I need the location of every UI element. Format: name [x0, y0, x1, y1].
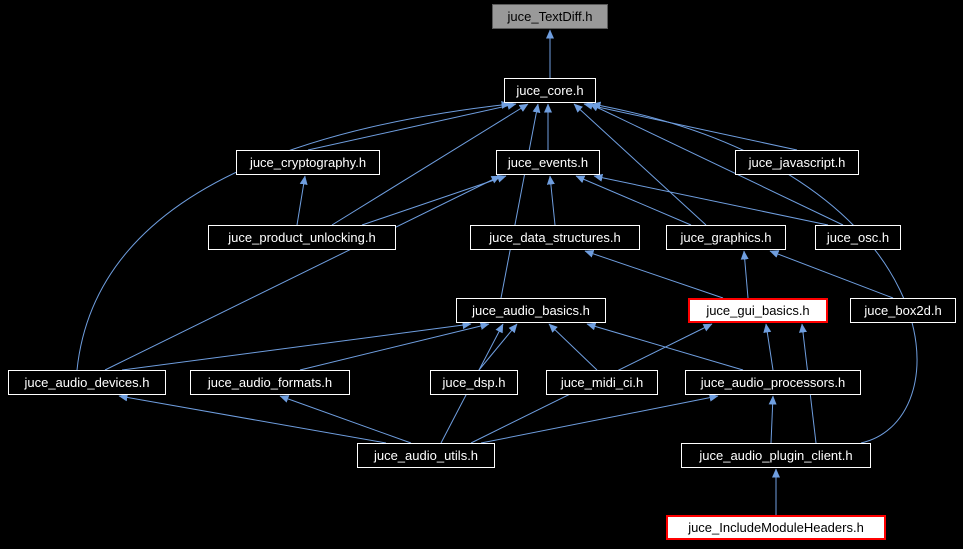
- node-graphics[interactable]: juce_graphics.h: [666, 225, 786, 250]
- edge-product-unlocking-to-core: [331, 103, 529, 226]
- edge-audio-devices-to-core: [76, 100, 511, 371]
- edge-audio-utils-to-audio-formats: [279, 395, 412, 444]
- edge-audio-utils-to-audio-processors: [480, 393, 719, 444]
- node-audio-utils[interactable]: juce_audio_utils.h: [357, 443, 495, 468]
- edge-plugin-client-to-audio-processors: [768, 395, 777, 444]
- edge-gui-basics-to-graphics: [740, 250, 749, 299]
- node-product-unlocking[interactable]: juce_product_unlocking.h: [208, 225, 396, 250]
- edge-audio-devices-to-audio-basics: [121, 321, 472, 371]
- edge-plugin-client-to-core: [591, 101, 918, 444]
- edge-product-unlocking-to-events: [361, 174, 507, 226]
- edge-dsp-to-audio-basics: [478, 323, 518, 371]
- node-audio-processors[interactable]: juce_audio_processors.h: [685, 370, 861, 395]
- node-include-module-headers[interactable]: juce_IncludeModuleHeaders.h: [666, 515, 886, 540]
- edge-product-unlocking-to-cryptography: [296, 175, 308, 226]
- node-osc[interactable]: juce_osc.h: [815, 225, 901, 250]
- edge-audio-utils-to-audio-devices: [118, 393, 387, 444]
- node-cryptography[interactable]: juce_cryptography.h: [236, 150, 380, 175]
- edge-javascript-to-core: [583, 101, 798, 151]
- edge-osc-to-events: [593, 173, 829, 226]
- node-audio-basics[interactable]: juce_audio_basics.h: [456, 298, 606, 323]
- edge-audio-formats-to-audio-basics: [299, 322, 490, 371]
- node-textdiff[interactable]: juce_TextDiff.h: [492, 4, 608, 29]
- node-events[interactable]: juce_events.h: [496, 150, 600, 175]
- node-dsp[interactable]: juce_dsp.h: [430, 370, 518, 395]
- node-javascript[interactable]: juce_javascript.h: [735, 150, 859, 175]
- edge-audio-processors-to-gui-basics: [763, 323, 774, 371]
- node-box2d[interactable]: juce_box2d.h: [850, 298, 956, 323]
- edge-box2d-to-graphics: [769, 250, 894, 299]
- edge-gui-basics-to-data-structures: [584, 249, 724, 299]
- node-data-structures[interactable]: juce_data_structures.h: [470, 225, 640, 250]
- edge-osc-to-core: [589, 103, 844, 226]
- node-core[interactable]: juce_core.h: [504, 78, 596, 103]
- edge-cryptography-to-core: [307, 101, 517, 151]
- node-audio-devices[interactable]: juce_audio_devices.h: [8, 370, 166, 395]
- edge-graphics-to-core: [573, 103, 707, 226]
- edge-audio-basics-to-core: [500, 103, 541, 299]
- edge-graphics-to-events: [575, 175, 692, 226]
- edge-audio-devices-to-events: [104, 175, 501, 371]
- edge-data-structures-to-events: [546, 175, 556, 226]
- node-gui-basics[interactable]: juce_gui_basics.h: [688, 298, 828, 323]
- node-plugin-client[interactable]: juce_audio_plugin_client.h: [681, 443, 871, 468]
- edge-midi-ci-to-audio-basics: [548, 323, 598, 371]
- node-midi-ci[interactable]: juce_midi_ci.h: [546, 370, 658, 395]
- node-audio-formats[interactable]: juce_audio_formats.h: [190, 370, 350, 395]
